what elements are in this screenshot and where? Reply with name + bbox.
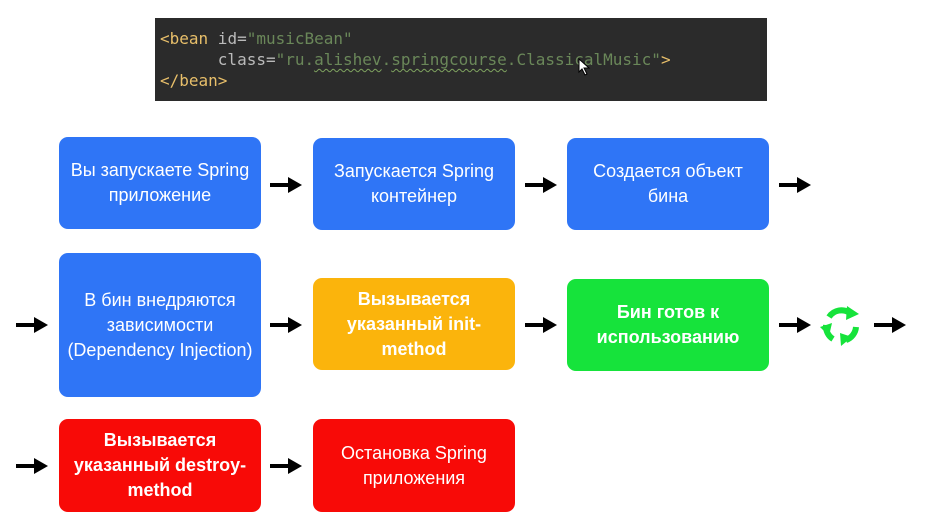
code-class-attr: class=: [217, 50, 276, 69]
arrow-right-icon: [270, 458, 302, 474]
code-indent: [160, 50, 218, 69]
step-dependency-injection: В бин внедряются зависимости (Dependency…: [59, 253, 261, 397]
step-bean-created-label: Создается объект бина: [593, 161, 743, 206]
arrow-right-icon: [525, 177, 557, 193]
step-init-method: Вызывается указанный init-method: [313, 278, 515, 370]
arrow-right-icon: [779, 317, 811, 333]
code-class-dot2: .: [506, 50, 517, 69]
arrow-right-icon: [525, 317, 557, 333]
code-open-close: >: [660, 50, 671, 69]
recycle-icon: [820, 306, 859, 346]
code-id-value: "musicBean": [246, 29, 353, 48]
code-class-pkg1: alishev: [314, 50, 382, 69]
code-class-quote: "ru.: [275, 50, 315, 69]
arrow-right-icon: [16, 317, 48, 333]
code-id-attr: id=: [208, 29, 247, 48]
arrow-right-icon: [16, 458, 48, 474]
arrow-right-icon: [779, 177, 811, 193]
code-class-pkg2: springcourse: [391, 50, 507, 69]
step-bean-ready: Бин готов к использованию: [567, 279, 769, 371]
step-dependency-injection-label: В бин внедряются зависимости (Dependency…: [67, 289, 253, 360]
code-snippet: <bean id="musicBean" class="ru.alishev.s…: [155, 18, 767, 101]
code-line-3: </bean>: [160, 70, 767, 91]
arrow-right-icon: [270, 177, 302, 193]
step-container-start: Запускается Spring контейнер: [313, 138, 515, 230]
step-bean-created: Создается объект бина: [567, 138, 769, 230]
step-app-stop: Остановка Spring приложения: [313, 419, 515, 512]
code-class-dot1: .: [381, 50, 392, 69]
mouse-cursor-icon: [578, 58, 591, 76]
arrow-right-icon: [270, 317, 302, 333]
step-launch-app: Вы запускаете Spring приложение: [59, 137, 261, 229]
step-container-start-label: Запускается Spring контейнер: [334, 161, 494, 206]
code-line-1: <bean id="musicBean": [160, 28, 767, 49]
step-destroy-method: Вызывается указанный destroy-method: [59, 419, 261, 512]
code-line-2: class="ru.alishev.springcourse.Classical…: [160, 49, 767, 70]
step-app-stop-label: Остановка Spring приложения: [341, 442, 487, 488]
step-init-method-label: Вызывается указанный init-method: [346, 288, 482, 359]
step-launch-app-label: Вы запускаете Spring приложение: [70, 160, 250, 205]
step-destroy-method-label: Вызывается указанный destroy-method: [73, 430, 247, 500]
arrow-right-icon: [874, 317, 906, 333]
code-class-name: ClassicalMusic": [516, 50, 661, 69]
code-close-tag: </bean>: [160, 71, 228, 90]
step-bean-ready-label: Бин готов к использованию: [596, 302, 740, 347]
code-open-tag: <bean: [160, 29, 209, 48]
